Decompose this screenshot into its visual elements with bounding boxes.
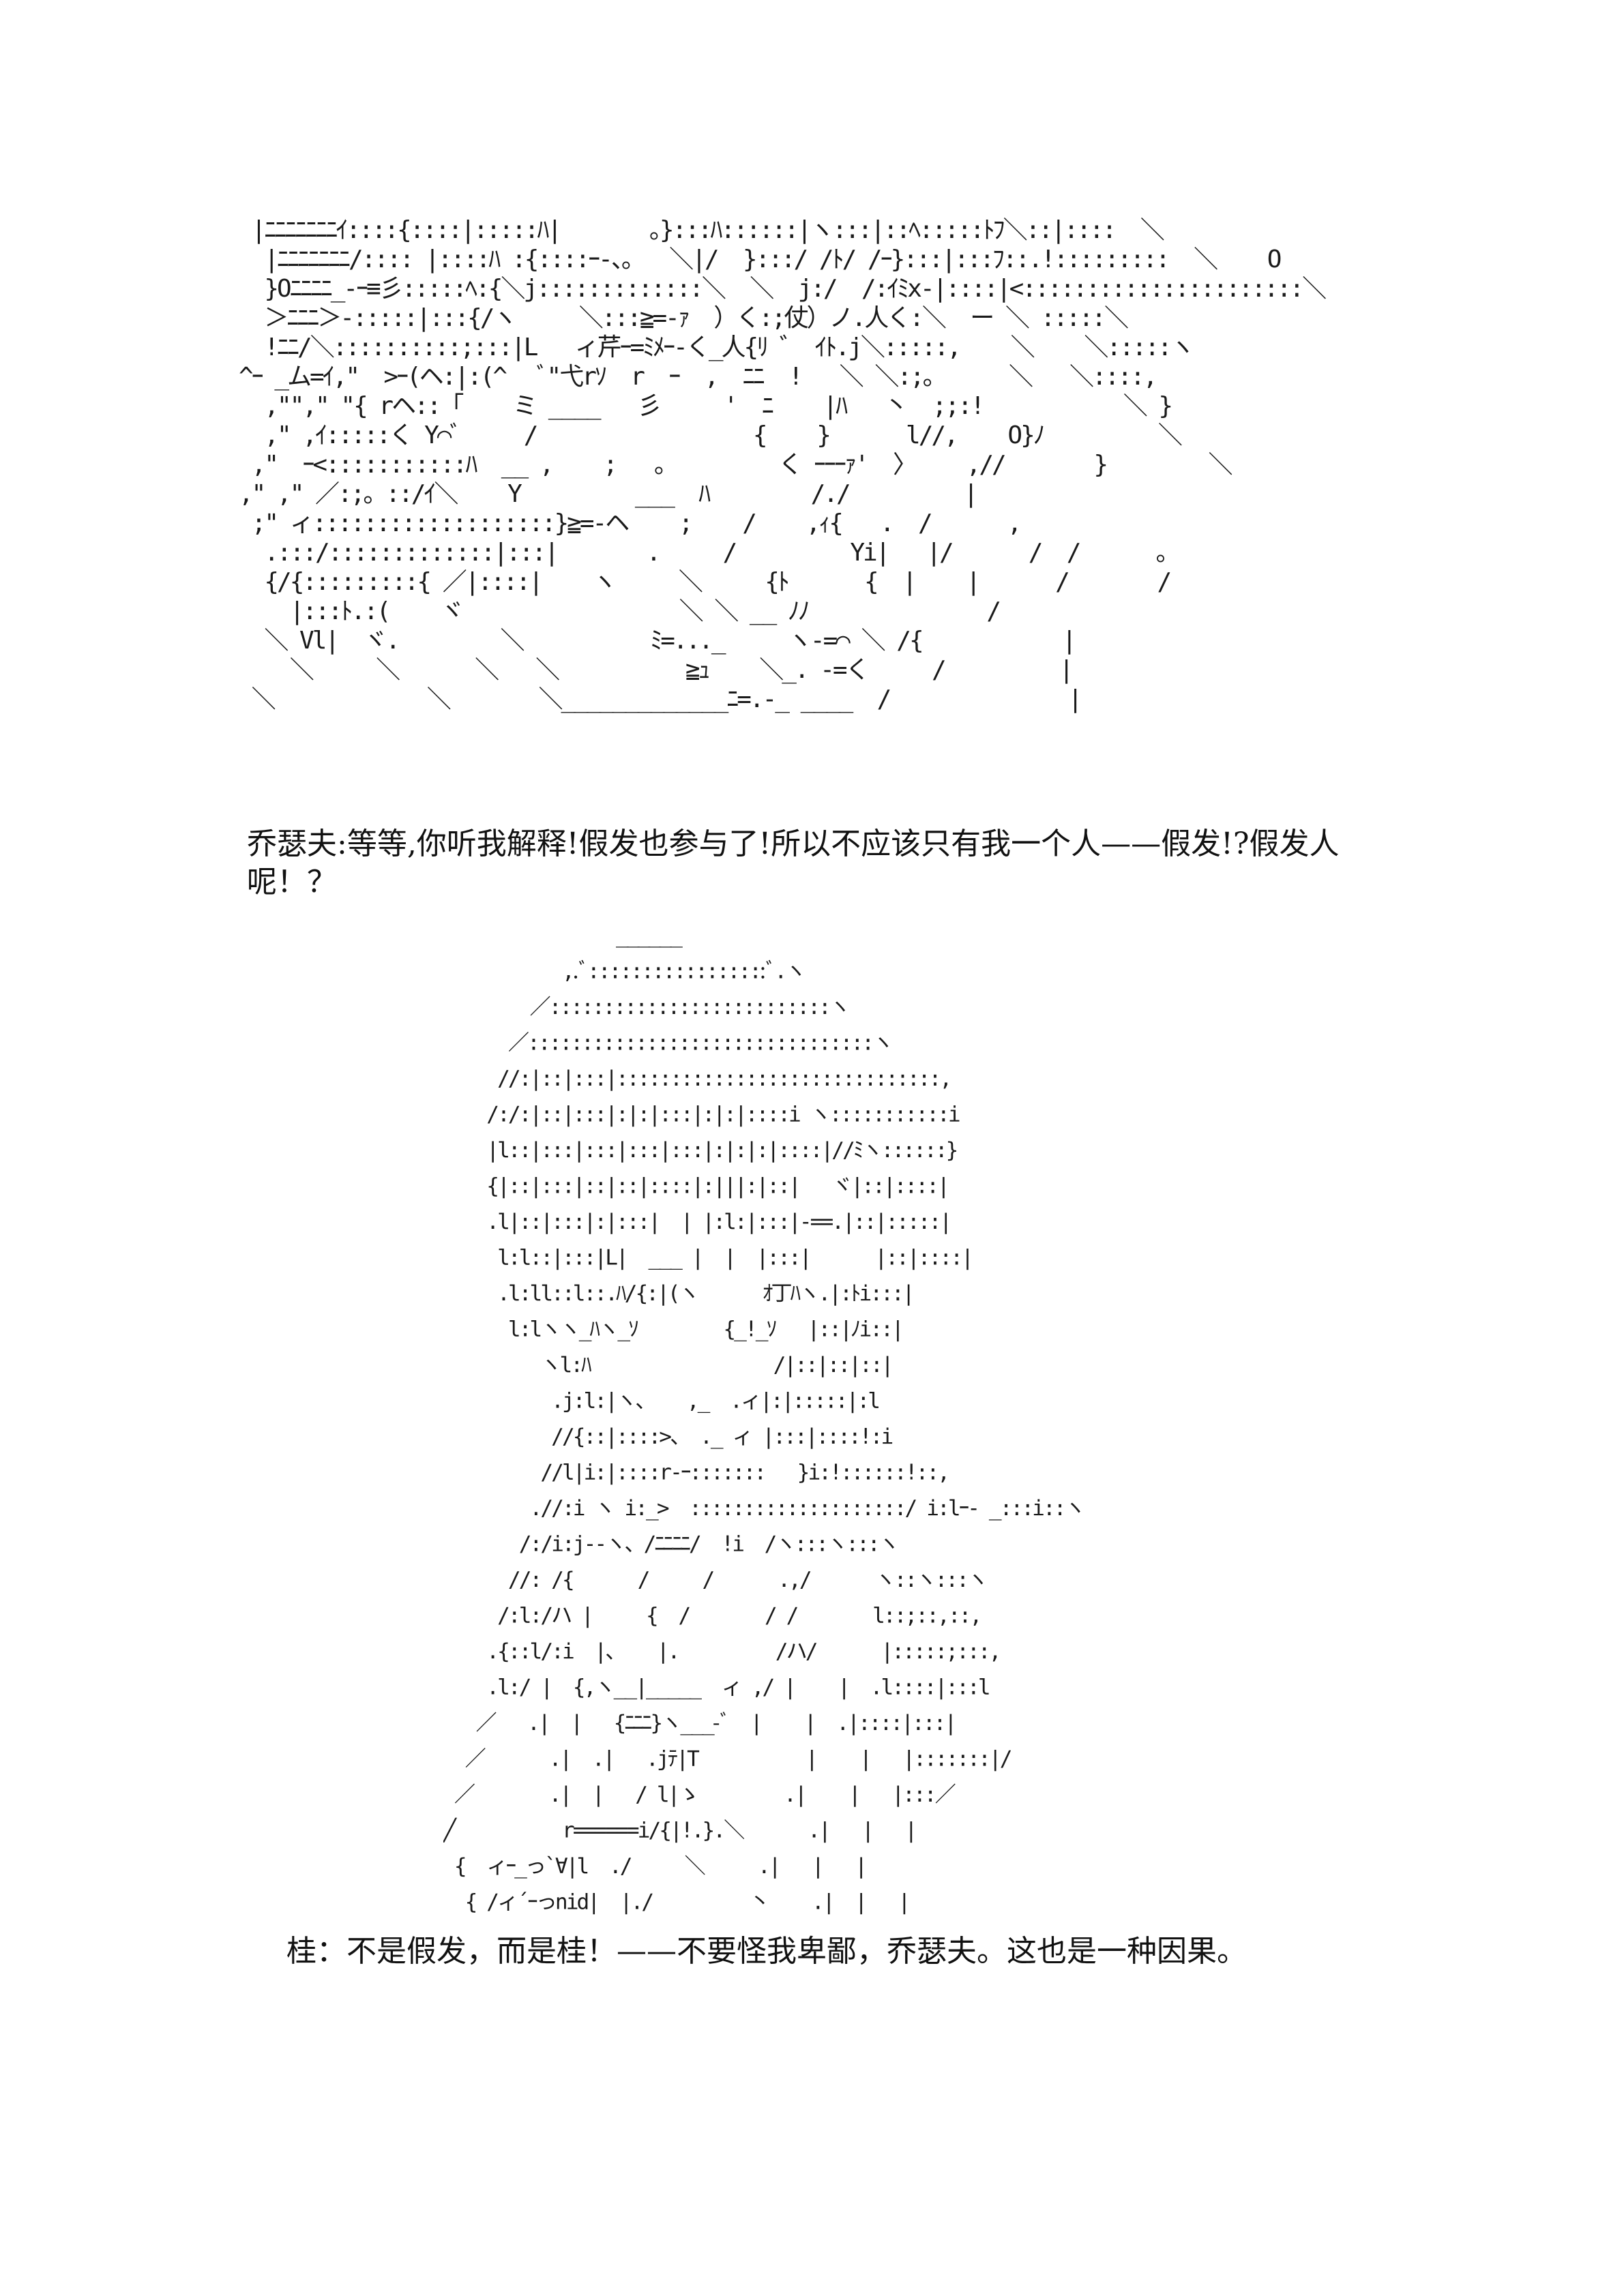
ascii-art-text: ______ ,.ﾞ:::::::::::::::::ﾞ.ヽ ／::::::::… — [443, 922, 1086, 1915]
dialogue-line-katsura: 桂：不是假发，而是桂！——不要怪我卑鄙，乔瑟夫。这也是一种因果。 — [286, 1934, 1247, 1969]
ascii-art-text: |ﾆﾆﾆﾆﾆﾆﾆｲ::::{::::|:::::ﾊ| 。}:::ﾊ::::::|… — [239, 216, 1327, 713]
ascii-art-joseph-panel: |ﾆﾆﾆﾆﾆﾆﾆｲ::::{::::|:::::ﾊ| 。}:::ﾊ::::::|… — [239, 215, 1344, 802]
ascii-art-katsura-panel: ______ ,.ﾞ:::::::::::::::::ﾞ.ヽ ／::::::::… — [443, 917, 1180, 1920]
dialogue-line-joseph: 乔瑟夫:等等,你听我解释!假发也参与了!所以不应该只有我一个人——假发!?假发人… — [247, 826, 1340, 899]
